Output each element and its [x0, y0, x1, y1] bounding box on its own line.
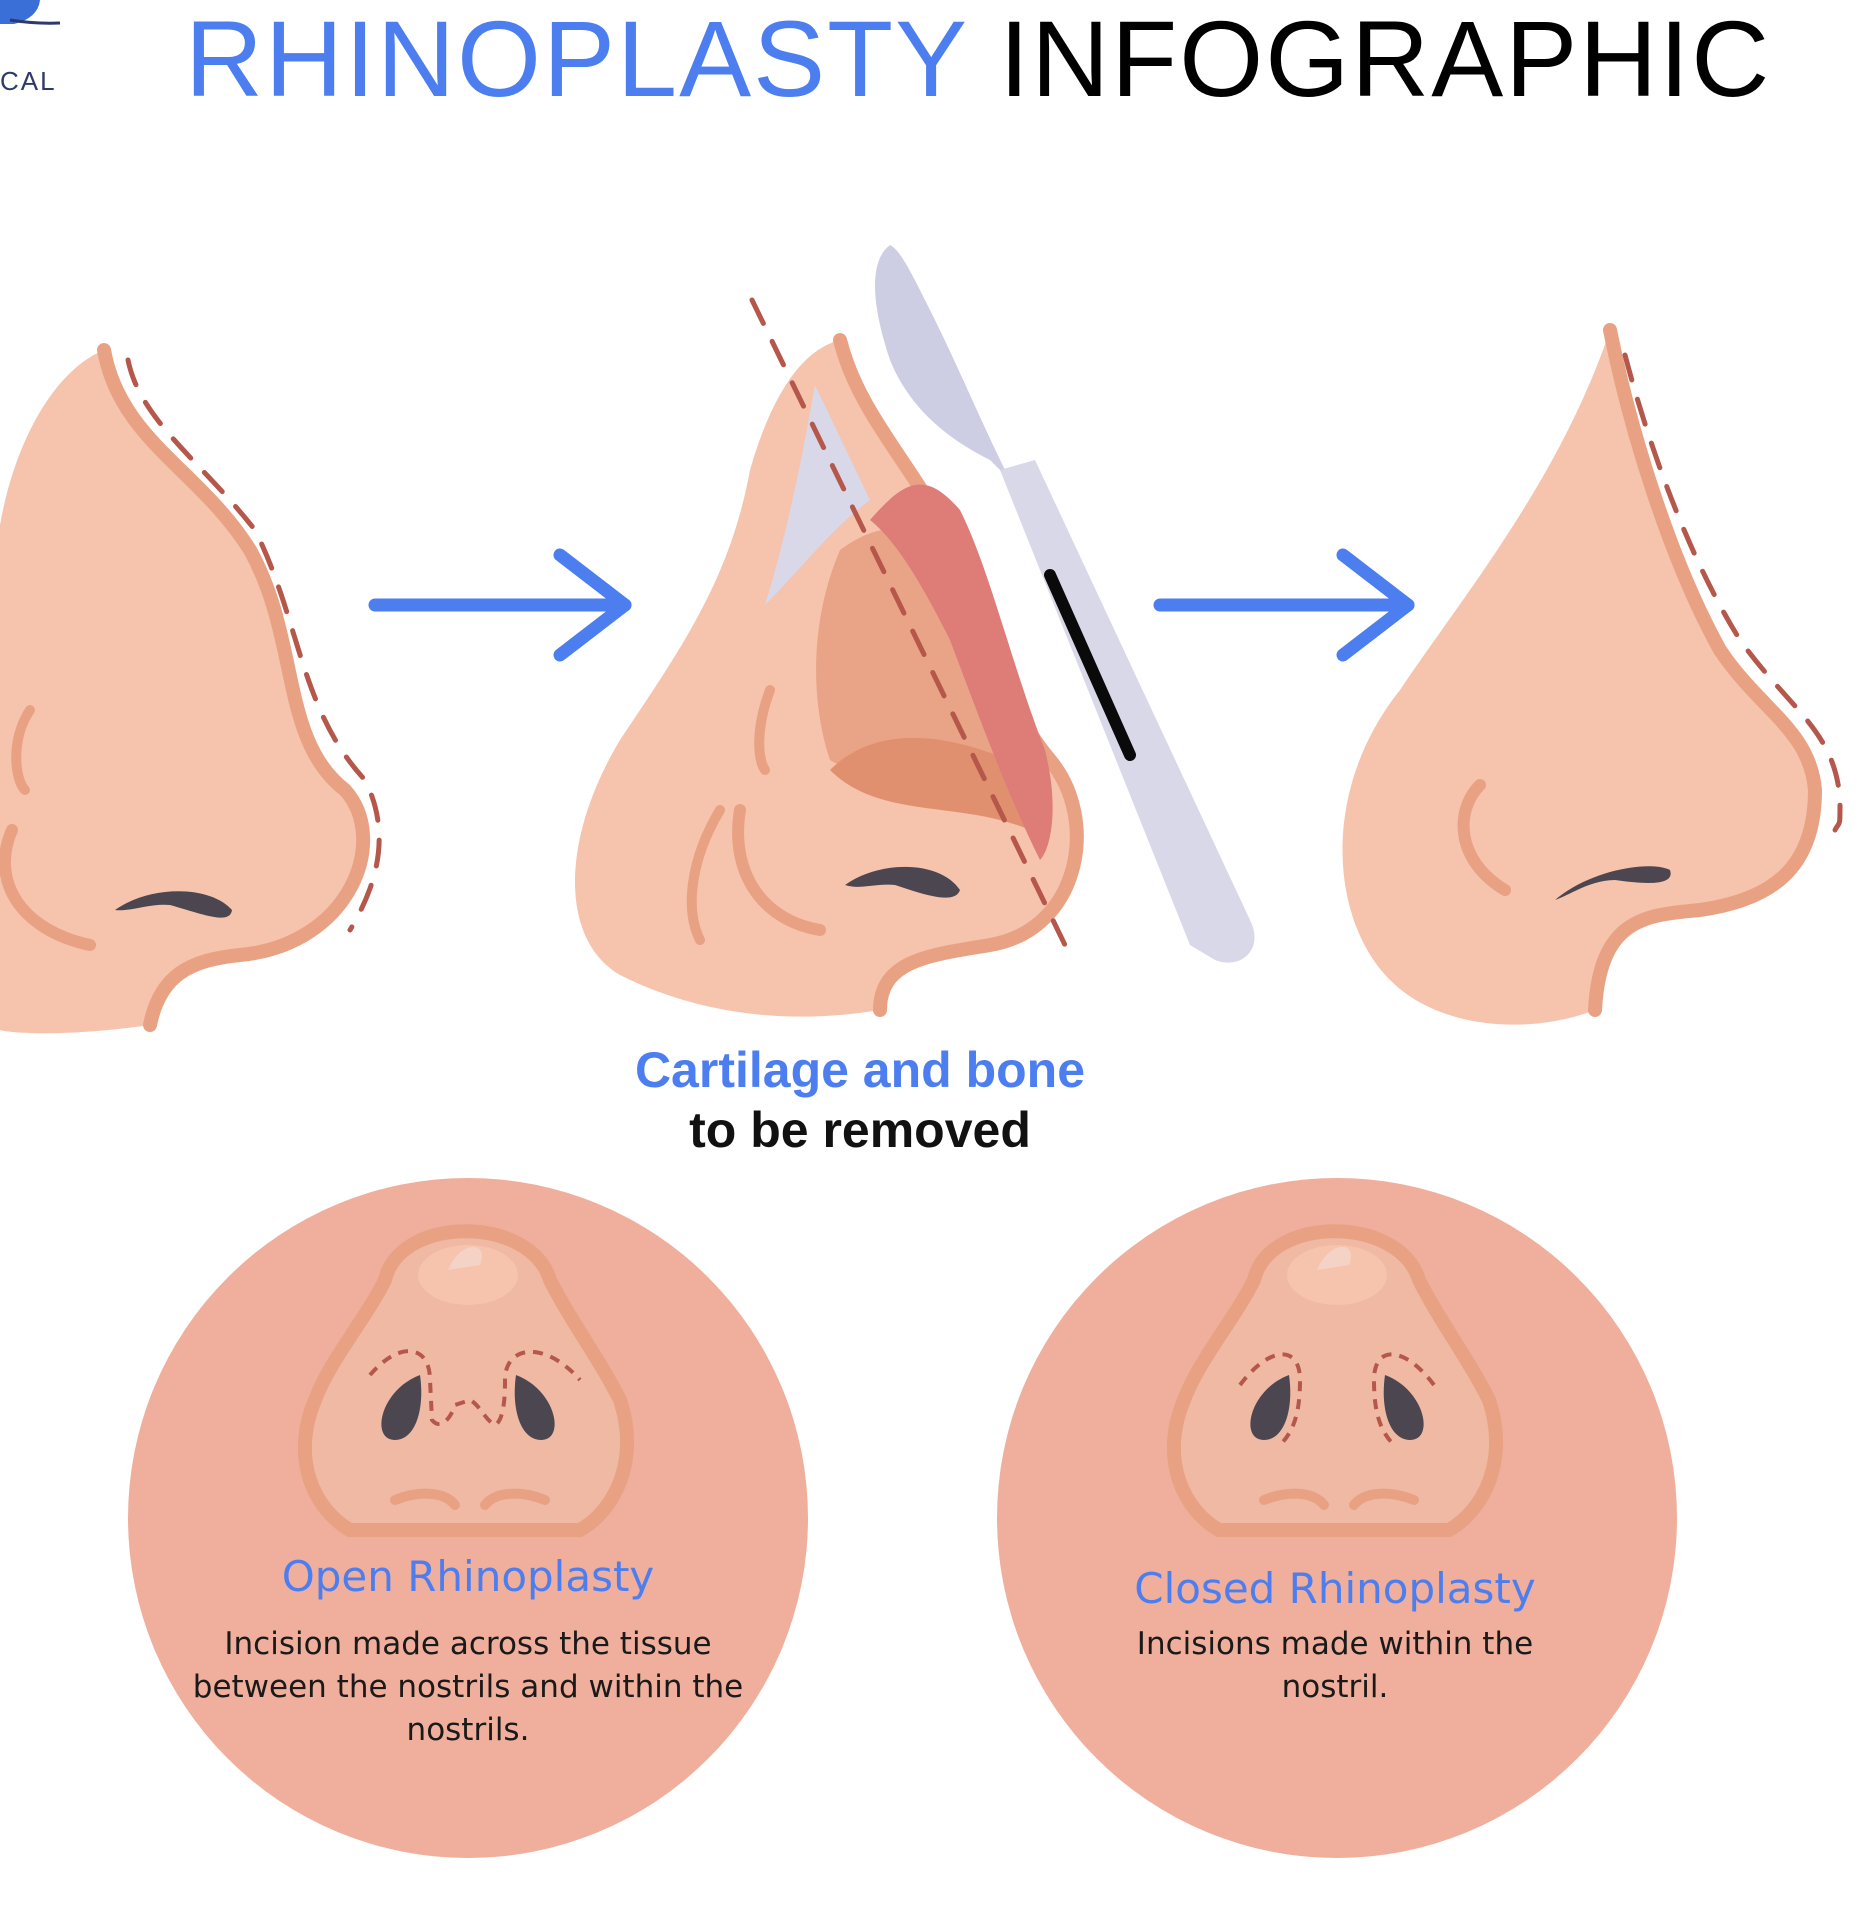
right-arrow-icon-2: [1153, 548, 1415, 662]
nose-before-illustration: [0, 343, 382, 1034]
closed-rhinoplasty-circle: [997, 1178, 1677, 1858]
procedure-caption: to be removed: [689, 1102, 1031, 1158]
closed-rhinoplasty-title: Closed Rhinoplasty: [1134, 1564, 1536, 1613]
page-title: RHINOPLASTY INFOGRAPHIC: [185, 0, 1771, 118]
procedure-caption-highlight: Cartilage and bone: [634, 1042, 1086, 1098]
open-rhinoplasty-description: Incision made across the tissue between …: [192, 1626, 744, 1748]
logo-text: CAL: [0, 66, 57, 96]
open-rhinoplasty-circle: [128, 1178, 808, 1858]
title-highlight: RHINOPLASTY: [185, 0, 968, 119]
open-rhinoplasty-title: Open Rhinoplasty: [281, 1552, 655, 1601]
title-rest: INFOGRAPHIC: [999, 0, 1772, 119]
nose-procedure-illustration: [575, 297, 1084, 1017]
clinic-logo-icon: [0, 0, 61, 25]
closed-rhinoplasty-description: Incisions made within the nostril.: [1136, 1626, 1534, 1705]
nose-bottom-closed-illustration: [1166, 1224, 1504, 1537]
nose-bottom-open-illustration: [297, 1224, 635, 1537]
scalpel-icon: [875, 245, 1255, 963]
right-arrow-icon: [368, 548, 632, 662]
nose-after-illustration: [1342, 323, 1843, 1025]
